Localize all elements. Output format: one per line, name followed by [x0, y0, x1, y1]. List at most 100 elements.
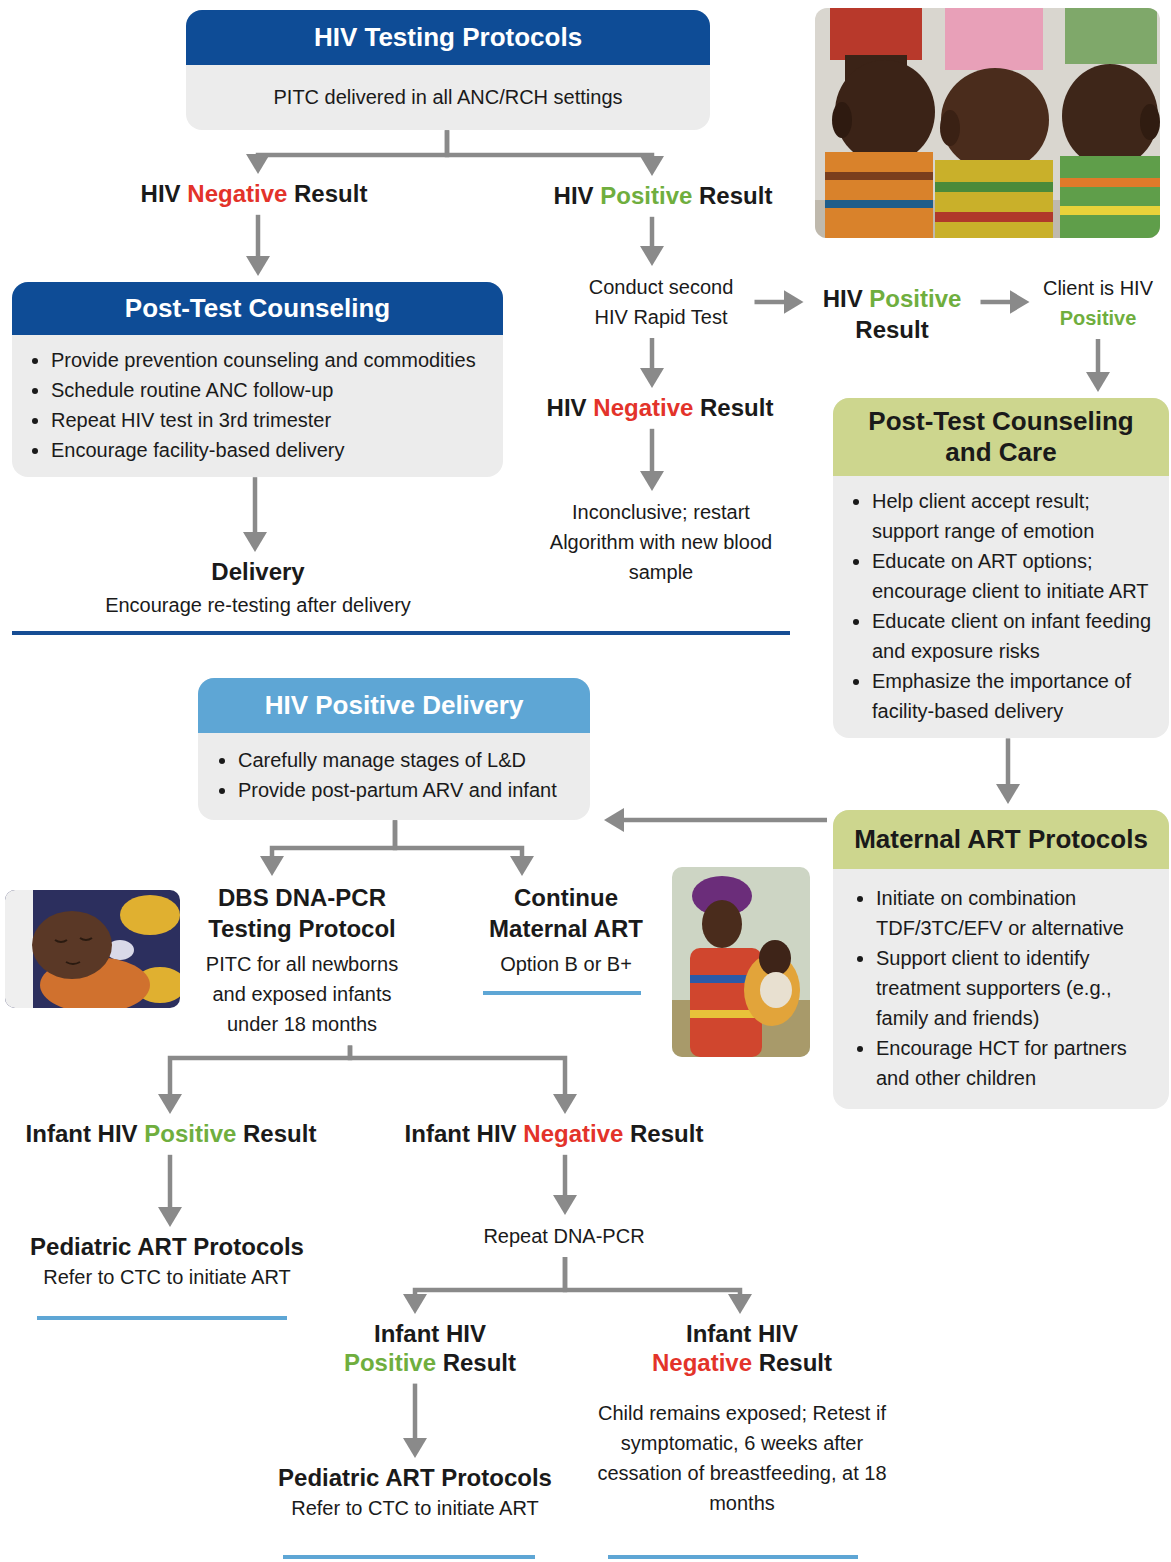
skirt-stripe	[1060, 178, 1160, 187]
step-note: Child remains exposed; Retest if symptom…	[595, 1398, 890, 1518]
step-note: Refer to CTC to initiate ART	[30, 1262, 304, 1292]
section-rule	[12, 631, 790, 635]
flow-step: Repeat DNA-PCR	[483, 1221, 644, 1251]
flow-step: HIV Positive Result	[554, 182, 773, 211]
flow-arrow	[1006, 738, 1011, 795]
section-rule	[283, 1555, 535, 1559]
text-word: Result	[243, 1120, 316, 1147]
bullet-item: Support client to identify treatment sup…	[876, 943, 1161, 1033]
text-word: HIV	[823, 285, 870, 312]
step-text: Conduct second HIV Rapid Test	[574, 272, 749, 332]
flow-step: Continue Maternal ARTOption B or B+	[481, 882, 651, 979]
bullet-item: Repeat HIV test in 3rd trimester	[51, 405, 497, 435]
step-note: Refer to CTC to initiate ART	[278, 1493, 552, 1523]
box-header: HIV Positive Delivery	[198, 678, 590, 733]
process-box: HIV Positive DeliveryCarefully manage st…	[198, 678, 590, 820]
text-word: Positive	[1060, 307, 1137, 329]
bullet-list: Initiate on combination TDF/3TC/EFV or a…	[833, 869, 1169, 1109]
skirt-stripe	[935, 212, 1053, 222]
flow-arrow	[650, 217, 655, 257]
woman-top	[945, 8, 1043, 70]
flow-arrow	[168, 1155, 173, 1218]
text-word: Infant	[374, 1320, 446, 1347]
text-word: is	[1100, 277, 1120, 299]
step-text: HIV Positive Result	[810, 283, 975, 345]
text-word: Infant	[26, 1120, 98, 1147]
step-text: Continue Maternal ART	[481, 882, 651, 944]
flow-step: HIV Negative Result	[547, 394, 774, 423]
flow-step: Infant HIV Negative Result	[405, 1120, 704, 1149]
step-text: Delivery	[105, 558, 411, 587]
text-word: Positive	[144, 1120, 243, 1147]
bullet-item: Encourage facility-based delivery	[51, 435, 497, 465]
skirt-stripe	[825, 200, 933, 208]
text-word: Result	[443, 1349, 516, 1376]
step-text: Repeat DNA-PCR	[483, 1221, 644, 1251]
flow-arrow	[413, 1384, 418, 1449]
box-header: Post-Test Counseling and Care	[833, 398, 1169, 476]
text-word: Infant	[686, 1320, 758, 1347]
text-word: Result	[630, 1120, 703, 1147]
step-text: HIV Negative Result	[141, 180, 368, 209]
flow-arrow	[350, 1045, 565, 1105]
woman-skirt	[1060, 156, 1160, 238]
bullet-item: Schedule routine ANC follow-up	[51, 375, 497, 405]
flow-step: DBS DNA-PCR Testing ProtocolPITC for all…	[187, 882, 417, 1039]
flow-step: HIV Positive Result	[810, 283, 975, 345]
woman-hand	[1140, 104, 1160, 140]
flow-arrow	[613, 818, 827, 823]
flow-step: Infant HIV Positive Result	[26, 1120, 317, 1149]
text-word: HIV	[554, 182, 601, 209]
flow-arrow	[981, 300, 1021, 305]
step-text: DBS DNA-PCR Testing Protocol	[187, 882, 417, 944]
section-rule	[483, 991, 641, 995]
step-text: Inconclusive; restart Algorithm with new…	[539, 497, 784, 587]
flow-step: Pediatric ART ProtocolsRefer to CTC to i…	[30, 1233, 304, 1292]
text-word: HIV	[547, 394, 594, 421]
baby-head	[32, 911, 112, 979]
box-body: PITC delivered in all ANC/RCH settings	[186, 65, 710, 130]
text-word: Result	[700, 394, 773, 421]
bullet-item: Help client accept result; support range…	[872, 486, 1161, 546]
bullet-item: Carefully manage stages of L&D	[238, 745, 582, 775]
flow-arrow	[565, 1257, 740, 1305]
mother-face	[702, 900, 742, 948]
flow-arrow	[170, 1045, 350, 1105]
bullet-item: Provide prevention counseling and commod…	[51, 345, 497, 375]
bullet-list: Provide prevention counseling and commod…	[12, 335, 503, 477]
woman-top	[830, 8, 922, 60]
step-text: Infant HIV Negative Result	[645, 1320, 840, 1378]
bullet-list: Help client accept result; support range…	[833, 476, 1169, 738]
photo-mother-baby	[672, 867, 810, 1057]
text-word: HIV	[446, 1320, 486, 1347]
baby-head	[759, 940, 791, 976]
box-header: Maternal ART Protocols	[833, 810, 1169, 869]
step-note: PITC for all newborns and exposed infant…	[190, 949, 415, 1039]
flow-arrow	[650, 338, 655, 379]
flow-arrow	[395, 820, 522, 867]
baby-mouth	[66, 962, 80, 964]
woman-hand	[940, 110, 960, 146]
text-word: Result	[294, 180, 367, 207]
photo-background	[672, 867, 810, 1057]
step-text: HIV Negative Result	[547, 394, 774, 423]
text-word: Result	[855, 316, 928, 343]
photo-newborn	[5, 890, 180, 1008]
flow-step: Client is HIV Positive	[1036, 273, 1161, 333]
text-word: HIV	[98, 1120, 145, 1147]
flow-step: DeliveryEncourage re-testing after deliv…	[105, 558, 411, 620]
text-word: Client	[1043, 277, 1100, 299]
flow-arrow	[755, 300, 795, 305]
blanket-pattern	[120, 895, 180, 935]
bullet-item: Initiate on combination TDF/3TC/EFV or a…	[876, 883, 1161, 943]
baby-eyes	[55, 938, 92, 942]
box-header: HIV Testing Protocols	[186, 10, 710, 65]
text-word: HIV	[141, 180, 188, 207]
woman-skirt	[935, 160, 1053, 238]
section-rule	[37, 1316, 287, 1320]
text-word: Negative	[187, 180, 294, 207]
flow-arrow	[563, 1155, 568, 1206]
process-box: Post-Test CounselingProvide prevention c…	[12, 282, 503, 477]
